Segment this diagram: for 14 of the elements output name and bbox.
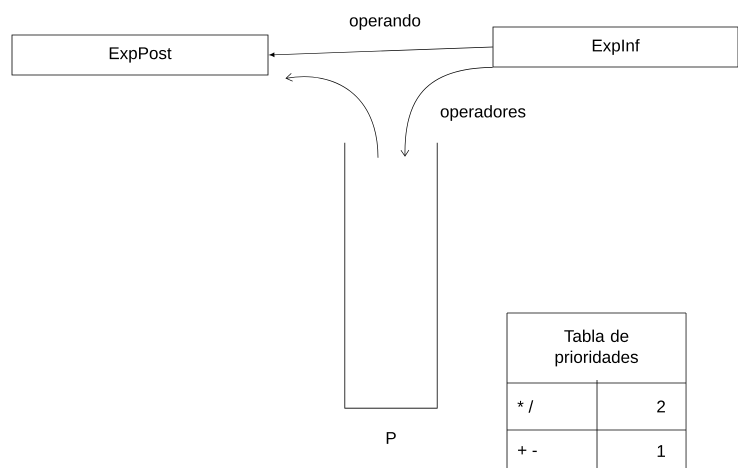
table-cell: * / — [517, 400, 534, 413]
arrow — [269, 46, 493, 57]
process-box: ExpPost — [12, 34, 268, 76]
process-box: ExpInf — [492, 26, 738, 68]
edge-label: operadores — [440, 105, 526, 121]
edge-label: operando — [350, 14, 420, 30]
arrow — [285, 73, 378, 158]
arrow — [400, 67, 493, 157]
stack-container — [344, 142, 438, 409]
table-cell: 1 — [658, 445, 665, 457]
table-cell: Tabla de prioridades — [556, 330, 638, 366]
table-cell: + - — [518, 446, 537, 454]
stack-label: P — [386, 432, 396, 444]
table-cell: 2 — [657, 400, 665, 412]
